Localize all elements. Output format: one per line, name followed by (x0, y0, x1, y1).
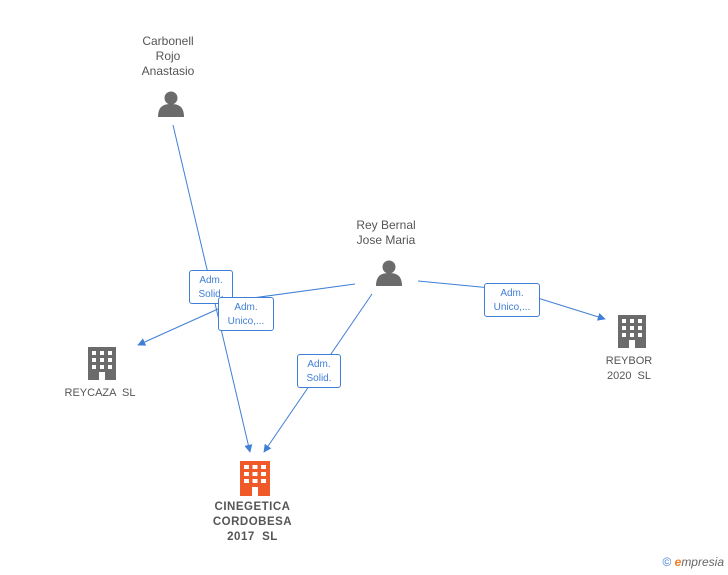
building-icon (618, 315, 646, 348)
edge-label-line: Unico,... (227, 316, 265, 327)
person-icon (158, 91, 184, 117)
empresia-watermark: © empresia (662, 555, 724, 569)
person-label-carbonell[interactable]: Carbonell Rojo Anastasio (128, 34, 208, 79)
company-label-reycaza[interactable]: REYCAZA SL (50, 386, 150, 401)
label-line: Anastasio (141, 64, 195, 78)
person-icon (376, 260, 402, 286)
brand-initial: e (674, 555, 682, 569)
edge-label-rey-cinegetica[interactable]: Adm. Solid. (297, 354, 341, 388)
edge-label-line: Adm. (307, 359, 331, 370)
label-line: Rojo (155, 49, 181, 63)
edge-label-carbonell-cinegetica[interactable]: Adm. Solid. (189, 270, 233, 304)
edge-label-line: Adm. (199, 275, 223, 286)
copyright-symbol: © (662, 555, 672, 569)
edge-label-rey-reybor[interactable]: Adm. Unico,... (484, 283, 540, 317)
edge-label-line: Solid. (306, 373, 332, 384)
company-label-reybor[interactable]: REYBOR 2020 SL (589, 354, 669, 384)
person-label-rey-bernal[interactable]: Rey Bernal Jose Maria (336, 218, 436, 248)
label-line: REYCAZA SL (64, 387, 136, 399)
label-line: CINEGETICA (214, 501, 291, 513)
label-line: Jose Maria (356, 233, 416, 247)
building-icon (88, 347, 116, 380)
label-line: REYBOR (605, 355, 653, 367)
edge-label-line: Adm. (234, 302, 258, 313)
label-line: CORDOBESA (212, 516, 293, 528)
edge-label-line: Adm. (500, 288, 524, 299)
building-icon (240, 461, 270, 496)
edge-label-line: Unico,... (493, 302, 531, 313)
company-label-cinegetica[interactable]: CINEGETICA CORDOBESA 2017 SL (195, 500, 310, 545)
label-line: Rey Bernal (356, 218, 416, 232)
label-line: 2020 SL (606, 370, 652, 382)
brand-name: mpresia (681, 555, 724, 569)
label-line: 2017 SL (227, 531, 278, 543)
edge-label-rey-reycaza[interactable]: Adm. Unico,... (218, 297, 274, 331)
label-line: Carbonell (142, 34, 194, 48)
edge-label-line: Solid. (198, 289, 224, 300)
